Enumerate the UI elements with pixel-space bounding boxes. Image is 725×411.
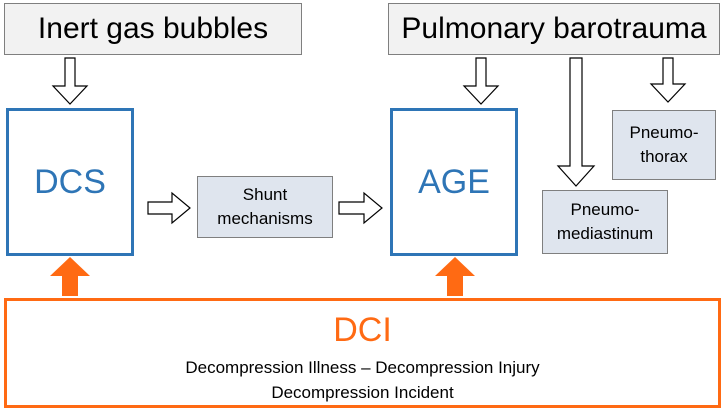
dci-box: DCI Decompression Illness – Decompressio…: [4, 298, 721, 408]
pulmonary-barotrauma-box: Pulmonary barotrauma: [388, 3, 720, 55]
shunt-mechanisms-box: Shunt mechanisms: [197, 176, 333, 238]
arrow-bubbles-to-dcs: [51, 57, 89, 105]
dci-line2: Decompression Incident: [271, 383, 454, 402]
dci-line1: Decompression Illness – Decompression In…: [185, 358, 540, 377]
dci-title: DCI: [333, 311, 392, 349]
arrow-barotrauma-to-pneumomediastinum: [556, 57, 596, 187]
arrow-shunt-to-age: [338, 191, 383, 225]
pneumomediastinum-line1: Pneumo-: [570, 200, 640, 219]
pneumothorax-line1: Pneumo-: [629, 123, 699, 142]
arrow-barotrauma-to-age: [462, 57, 500, 105]
arrow-dcs-to-shunt: [147, 191, 191, 225]
arrow-barotrauma-to-pneumothorax: [649, 57, 687, 103]
shunt-line2: mechanisms: [217, 209, 313, 228]
pulmonary-barotrauma-label: Pulmonary barotrauma: [401, 12, 707, 45]
pneumothorax-line2: thorax: [640, 147, 688, 166]
pneumothorax-box: Pneumo- thorax: [612, 110, 716, 180]
inert-gas-bubbles-label: Inert gas bubbles: [37, 12, 269, 45]
pneumomediastinum-box: Pneumo- mediastinum: [542, 190, 668, 254]
age-label: AGE: [418, 162, 490, 201]
dcs-label: DCS: [34, 162, 106, 201]
arrow-dci-to-age: [435, 257, 475, 296]
arrow-dci-to-dcs: [50, 257, 90, 296]
inert-gas-bubbles-box: Inert gas bubbles: [4, 3, 302, 55]
pneumomediastinum-line2: mediastinum: [556, 224, 654, 243]
dcs-box: DCS: [6, 108, 134, 256]
age-box: AGE: [390, 108, 518, 256]
shunt-line1: Shunt: [242, 185, 288, 204]
